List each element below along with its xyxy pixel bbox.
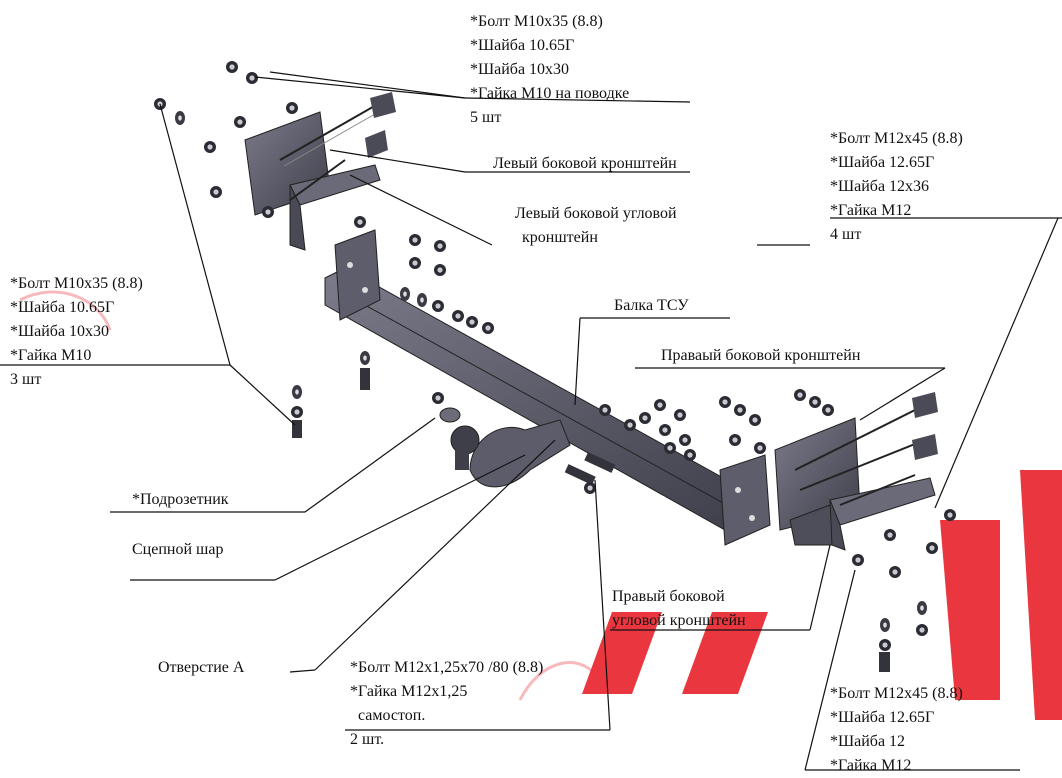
left-corner-bracket — [289, 159, 381, 251]
tow-ball-label: Сцепной шар — [132, 541, 224, 558]
left-bracket-label: Левый боковой кронштейн — [493, 155, 677, 172]
right-corner-bracket-label: Правый боковой угловой кронштейн — [612, 588, 746, 629]
right-side-bracket — [774, 392, 938, 546]
socket-plate-label: *Подрозетник — [132, 491, 229, 508]
ball-hardware-label: *Болт М12х1,25х70 /80 (8.8) *Гайка М12х1… — [350, 659, 544, 748]
top-hardware-label: *Болт М10х35 (8.8) *Шайба 10.65Г *Шайба … — [470, 13, 630, 126]
right-bracket-label: Праваый боковой кронштейн — [661, 347, 861, 364]
watermark — [19, 290, 1062, 720]
leader-lines — [0, 71, 1062, 771]
left-corner-bracket-label: Левый боковой угловой кронштейн — [515, 205, 677, 246]
beam-left-plate — [334, 229, 381, 321]
beam-label: Балка ТСУ — [614, 297, 689, 314]
right-top-hardware-label: *Болт М12х45 (8.8) *Шайба 12.65Г *Шайба … — [830, 130, 963, 243]
bottom-right-hardware-label: *Болт М12х45 (8.8) *Шайба 12.65Г *Шайба … — [830, 685, 963, 774]
beam-right-plate — [719, 454, 771, 546]
left-hardware-label: *Болт М10х35 (8.8) *Шайба 10.65Г *Шайба … — [10, 275, 143, 388]
hole-a-label: Отверстие А — [158, 659, 245, 676]
fasteners — [154, 61, 956, 672]
right-corner-bracket — [829, 474, 936, 551]
